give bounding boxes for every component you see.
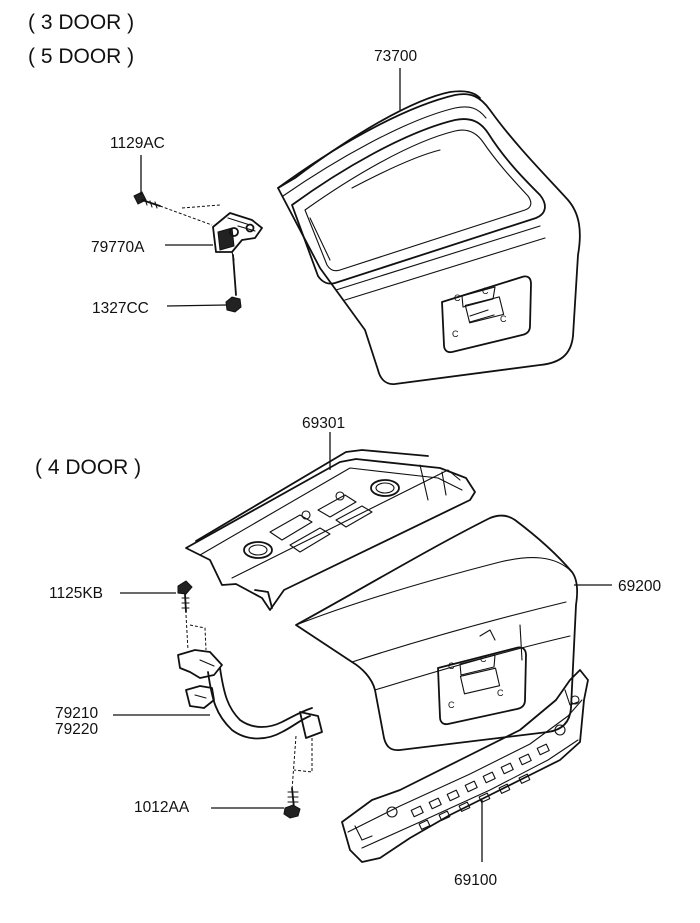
label-69100: 69100 [454, 872, 497, 889]
svg-text:C: C [454, 293, 461, 303]
trunk-lid-illustration: C C C C [295, 514, 612, 751]
svg-text:C: C [480, 654, 487, 664]
hinge-upper-illustration [133, 155, 263, 313]
label-79210: 79210 [55, 705, 98, 722]
hinge-trunk-illustration [113, 580, 323, 819]
label-73700: 73700 [374, 48, 417, 65]
back-panel-lower-illustration [341, 669, 589, 863]
svg-text:C: C [448, 661, 455, 671]
header-3-door: ( 3 DOOR ) [28, 11, 134, 34]
svg-text:C: C [500, 314, 507, 324]
header-5-door: ( 5 DOOR ) [28, 45, 134, 68]
label-79770A: 79770A [91, 239, 145, 256]
svg-text:C: C [448, 700, 455, 710]
tailgate-illustration: C C C C [277, 68, 581, 385]
svg-text:C: C [497, 688, 504, 698]
label-1125KB: 1125KB [49, 585, 103, 602]
label-69200: 69200 [618, 578, 661, 595]
back-panel-upper-illustration [185, 432, 476, 611]
label-69301: 69301 [302, 415, 345, 432]
label-79220: 79220 [55, 721, 98, 738]
svg-text:C: C [482, 286, 489, 296]
label-1129AC: 1129AC [110, 135, 165, 152]
svg-text:C: C [452, 329, 459, 339]
label-1327CC: 1327CC [92, 300, 149, 317]
label-1012AA: 1012AA [134, 799, 190, 816]
header-4-door: ( 4 DOOR ) [35, 456, 141, 479]
